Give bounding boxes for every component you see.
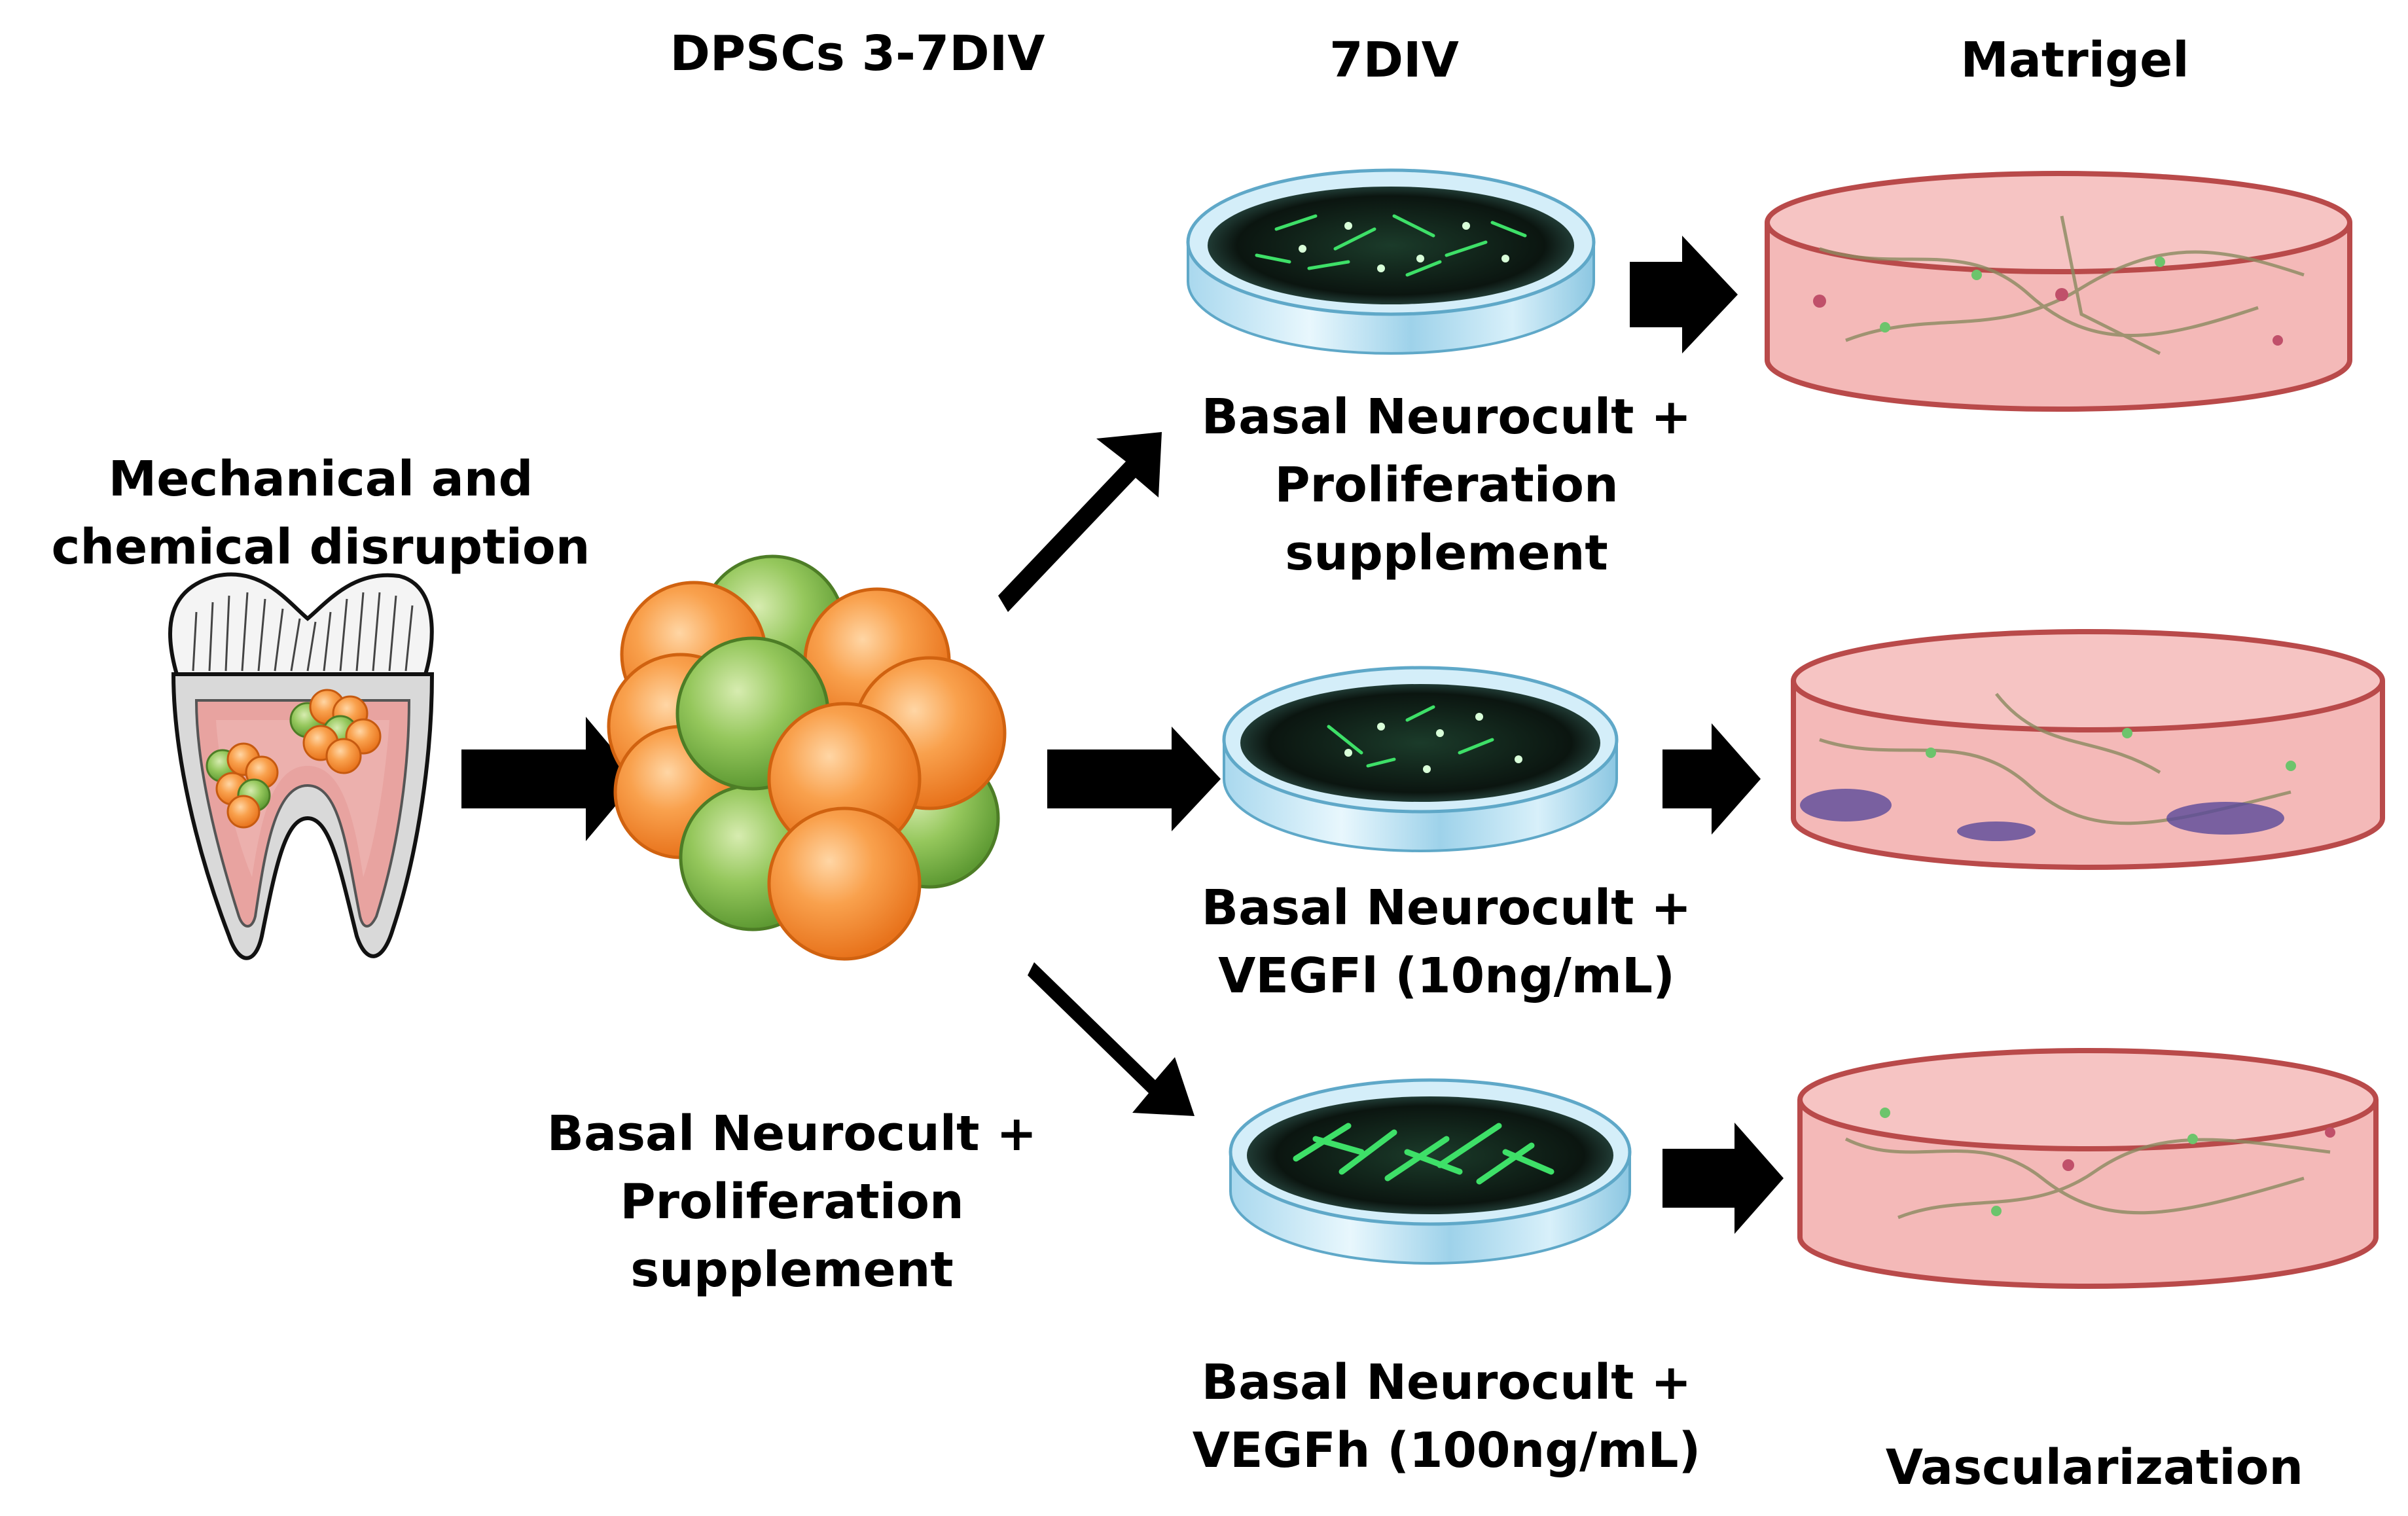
disruption-title: Mechanical and chemical disruption — [0, 445, 641, 581]
petri-dish-icon — [1229, 1078, 1632, 1265]
matrigel-disc-icon — [1797, 1048, 2379, 1289]
arrow-icon — [1028, 962, 1195, 1116]
condition-1-line2: Proliferation — [1274, 457, 1619, 513]
header-dpscs: DPSCs 3-7DIV — [670, 26, 1045, 82]
center-medium-label: Basal Neurocult + Proliferation suppleme… — [471, 1100, 1113, 1304]
arrow-icon — [1662, 723, 1761, 835]
condition-3-line1: Basal Neurocult + — [1201, 1354, 1692, 1411]
arrow-icon — [461, 717, 638, 841]
footer-vascularization: Vascularization — [1885, 1439, 2304, 1496]
center-medium-line1: Basal Neurocult + — [547, 1106, 1037, 1162]
cell-cluster-icon — [607, 554, 1007, 961]
condition-2-line2: VEGFl (10ng/mL) — [1218, 948, 1675, 1004]
arrow-icon — [998, 432, 1162, 612]
matrigel-disc-icon — [1765, 171, 2352, 412]
header-matrigel: Matrigel — [1960, 32, 2189, 88]
disruption-title-line2: chemical disruption — [51, 519, 590, 575]
arrow-icon — [1662, 1123, 1784, 1234]
condition-label-3: Basal Neurocult + VEGFh (100ng/mL) — [1126, 1348, 1767, 1485]
petri-dish-icon — [1222, 666, 1619, 852]
center-medium-line2: Proliferation — [620, 1174, 964, 1230]
condition-3-line2: VEGFh (100ng/mL) — [1192, 1422, 1701, 1479]
arrow-icon — [1630, 236, 1738, 353]
tooth-cell-cluster-icon — [206, 689, 382, 829]
condition-1-line1: Basal Neurocult + — [1201, 389, 1692, 445]
header-7div: 7DIV — [1329, 32, 1459, 88]
matrigel-disc-icon — [1791, 629, 2385, 870]
disruption-title-line1: Mechanical and — [108, 451, 533, 507]
center-medium-line3: supplement — [630, 1242, 954, 1298]
condition-label-1: Basal Neurocult + Proliferation suppleme… — [1126, 383, 1767, 587]
condition-1-line3: supplement — [1285, 525, 1608, 581]
condition-label-2: Basal Neurocult + VEGFl (10ng/mL) — [1126, 874, 1767, 1010]
condition-2-line1: Basal Neurocult + — [1201, 880, 1692, 936]
petri-dish-icon — [1186, 168, 1596, 355]
arrow-icon — [1047, 727, 1221, 831]
